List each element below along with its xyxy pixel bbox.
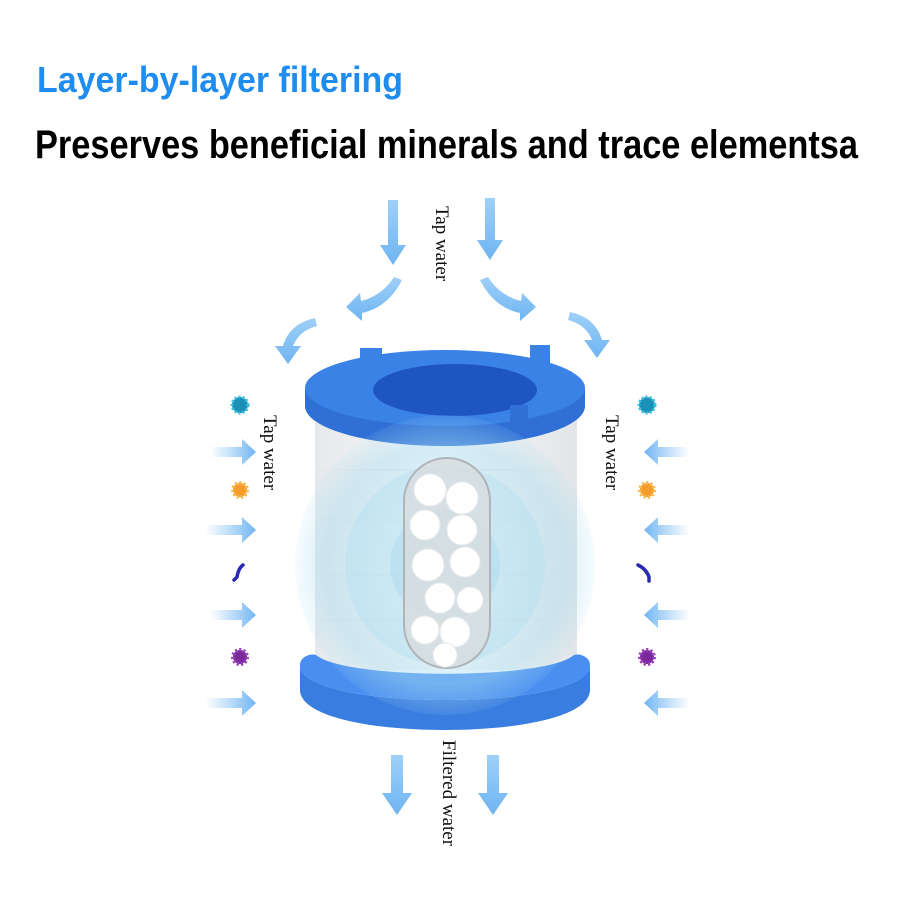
virus-icon (231, 648, 249, 666)
filtered-water-label: Filtered water (438, 740, 459, 847)
inflow-arrows-left (205, 439, 256, 716)
outflow-arrows (382, 755, 508, 815)
filter-cartridge (295, 345, 595, 730)
tap-water-top-label: Tap water (431, 206, 452, 282)
bacteria-icon (637, 395, 657, 415)
inflow-arrows-top (275, 198, 610, 364)
bacteria-icon (230, 395, 250, 415)
worm-icon (636, 563, 651, 583)
virus-icon (638, 648, 656, 666)
page-title: Preserves beneficial minerals and trace … (35, 123, 859, 167)
inflow-arrows-right (644, 439, 690, 716)
spore-icon (231, 481, 249, 499)
subtitle: Layer-by-layer filtering (37, 59, 403, 100)
tap-water-right-label: Tap water (601, 415, 622, 491)
contaminants-right (636, 395, 657, 666)
mineral-balls (409, 473, 484, 668)
worm-icon (232, 563, 245, 582)
spore-icon (638, 481, 656, 499)
contaminants-left (230, 395, 250, 666)
tap-water-left-label: Tap water (259, 415, 280, 491)
